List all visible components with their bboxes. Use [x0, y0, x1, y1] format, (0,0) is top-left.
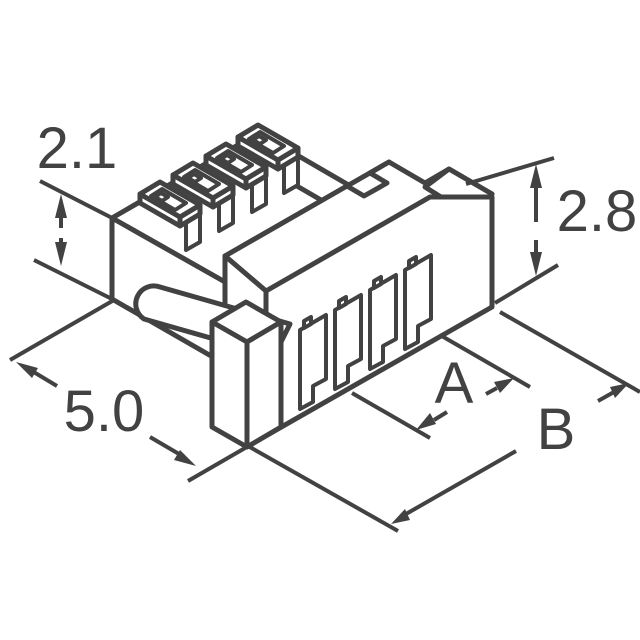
mating-window — [403, 253, 433, 351]
dimension-label-rear-height: 2.1 — [37, 116, 118, 181]
corner-post — [209, 299, 284, 450]
mating-window — [298, 313, 328, 411]
dimension-depth: 5.0 — [9, 298, 254, 483]
dimension-label-depth: 5.0 — [64, 379, 145, 444]
mating-windows — [298, 253, 433, 411]
terminal-contact — [203, 141, 269, 214]
mating-window — [368, 273, 398, 371]
dimension-a: A — [351, 333, 532, 440]
dimension-front-height: 2.8 — [465, 156, 638, 305]
terminal-contact — [137, 179, 203, 252]
dimension-label-a: A — [435, 351, 474, 416]
connector-body — [109, 122, 495, 450]
terminal-contacts — [137, 122, 301, 252]
dimension-label-front-height: 2.8 — [557, 179, 638, 244]
dimension-rear-height: 2.1 — [33, 116, 119, 304]
dimension-b: B — [247, 310, 640, 533]
terminal-contact — [170, 160, 236, 233]
dimension-label-b: B — [537, 397, 576, 462]
terminal-contact — [235, 122, 301, 195]
mating-window — [333, 293, 363, 391]
